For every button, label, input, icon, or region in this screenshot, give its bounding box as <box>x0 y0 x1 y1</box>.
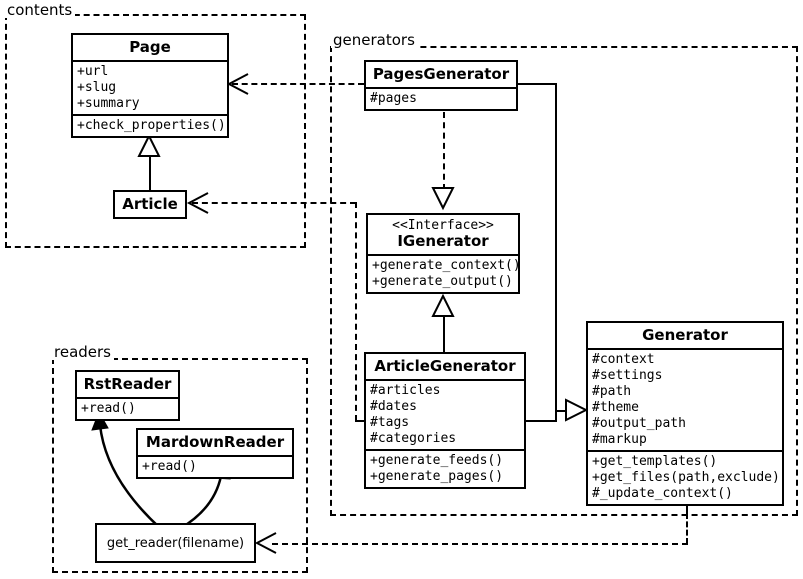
edge-generalization-join-vertical <box>555 410 557 422</box>
class-generator-method: #_update_context() <box>592 486 733 501</box>
package-readers <box>52 358 308 573</box>
class-pages-generator-title: PagesGenerator <box>372 65 510 83</box>
class-generator-attr: #theme <box>592 400 639 415</box>
class-article-generator-attributes: #articles #dates #tags #categories <box>366 379 524 449</box>
class-generator-attr: #output_path <box>592 416 686 431</box>
class-generator-title: Generator <box>642 326 728 344</box>
class-article-generator-attr: #dates <box>370 399 417 414</box>
class-article-generator[interactable]: ArticleGenerator #articles #dates #tags … <box>364 352 526 489</box>
package-readers-label: readers <box>52 344 114 360</box>
class-generator-attr: #markup <box>592 432 647 447</box>
class-generator-attributes: #context #settings #path #theme #output_… <box>588 348 782 450</box>
class-generator-attr: #path <box>592 384 632 399</box>
class-page-attr: +url <box>77 64 109 79</box>
class-article-generator-method: +generate_pages() <box>370 469 504 484</box>
class-pages-generator[interactable]: PagesGenerator #pages <box>364 60 518 111</box>
class-generator-attr: #settings <box>592 368 663 383</box>
class-rst-reader-methods: +read() <box>77 397 178 419</box>
edge-pagesgen-realizes-igenerator <box>443 112 445 190</box>
edge-generalization-to-generator-head <box>555 410 573 412</box>
class-page[interactable]: Page +url +slug +summary +check_properti… <box>71 33 229 138</box>
class-mardown-reader[interactable]: MardownReader +read() <box>136 428 294 479</box>
edge-pagesgen-to-generator-vertical <box>555 83 557 411</box>
class-article-generator-methods: +generate_feeds() +generate_pages() <box>366 449 524 487</box>
class-page-methods: +check_properties() <box>73 114 227 136</box>
edge-articlegen-depends-article-upper <box>192 202 356 204</box>
class-article-generator-title: ArticleGenerator <box>374 357 516 375</box>
class-generator-method: +get_files(path,exclude) <box>592 470 780 485</box>
class-page-title: Page <box>129 38 171 56</box>
edge-pagesgen-to-generator-top <box>518 83 556 85</box>
class-generator-methods: +get_templates() +get_files(path,exclude… <box>588 450 782 504</box>
class-pages-generator-attr: #pages <box>370 91 417 106</box>
class-igenerator-title: IGenerator <box>397 232 489 250</box>
class-generator-method: +get_templates() <box>592 454 718 469</box>
class-rst-reader-title: RstReader <box>83 375 172 393</box>
edge-generator-depends-getreader <box>272 543 688 545</box>
class-article-generator-method: +generate_feeds() <box>370 453 504 468</box>
class-article-title: Article <box>122 195 178 213</box>
package-contents <box>5 14 306 248</box>
class-page-attr: +slug <box>77 80 117 95</box>
class-page-method: +check_properties() <box>77 118 226 133</box>
class-mardown-reader-methods: +read() <box>138 455 292 477</box>
class-pages-generator-attributes: #pages <box>366 87 516 109</box>
class-article[interactable]: Article <box>113 190 187 219</box>
edge-articlegen-depends-article-vertical <box>355 202 357 421</box>
edge-articlegen-depends-article-lower <box>355 420 365 422</box>
class-mardown-reader-method: +read() <box>142 459 197 474</box>
edge-generator-depends-getreader-vertical <box>686 513 688 544</box>
class-rst-reader[interactable]: RstReader +read() <box>75 370 180 421</box>
class-igenerator-method: +generate_output() <box>372 274 513 289</box>
function-get-reader-label: get_reader(filename) <box>106 535 245 551</box>
edge-articlegen-generalizes-igenerator <box>443 312 445 354</box>
class-igenerator-method: +generate_context() <box>372 258 521 273</box>
class-article-generator-attr: #categories <box>370 431 457 446</box>
package-contents-label: contents <box>5 2 76 18</box>
edge-generator-bottom-stub <box>686 500 688 514</box>
class-page-attr: +summary <box>77 96 140 111</box>
package-generators-label: generators <box>331 32 418 48</box>
class-generator-attr: #context <box>592 352 655 367</box>
class-igenerator-methods: +generate_context() +generate_output() <box>368 254 521 292</box>
class-page-attributes: +url +slug +summary <box>73 60 227 114</box>
package-generators <box>330 46 798 516</box>
edge-pagesgen-depends-page <box>232 83 364 85</box>
class-article-generator-attr: #tags <box>370 415 410 430</box>
function-get-reader[interactable]: get_reader(filename) <box>95 523 256 563</box>
class-igenerator-stereotype: <<Interface>> <box>392 218 494 233</box>
class-mardown-reader-title: MardownReader <box>145 433 285 451</box>
class-generator[interactable]: Generator #context #settings #path #them… <box>586 321 784 506</box>
class-article-generator-attr: #articles <box>370 383 441 398</box>
edge-articlegen-to-generator <box>526 420 556 422</box>
edge-article-inherits-page <box>149 155 151 190</box>
class-igenerator[interactable]: <<Interface>> IGenerator +generate_conte… <box>366 213 521 294</box>
class-rst-reader-method: +read() <box>81 401 136 416</box>
